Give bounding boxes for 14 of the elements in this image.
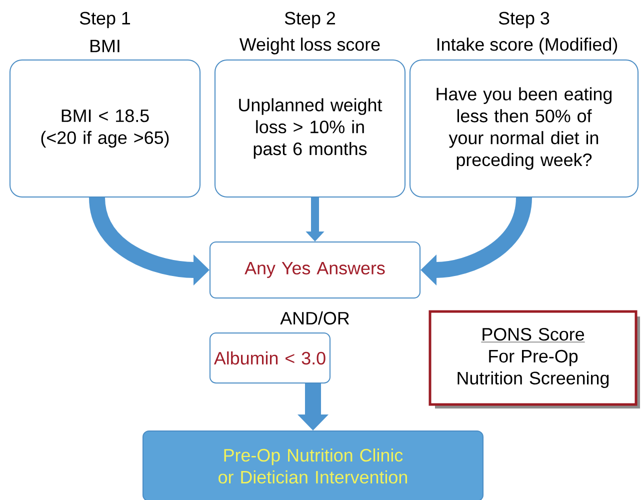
step-number: Step 1 [80, 12, 130, 28]
step-number: Step 2 [284, 12, 336, 28]
note-box: PONS Score For Pre-Op Nutrition Screening [428, 310, 640, 408]
step-number: Step 3 [498, 12, 550, 28]
connector-text: AND/OR [280, 311, 350, 325]
step-box: BMI < 18.5 (<20 if age >65) [10, 60, 200, 198]
step-heading: Weight loss score [239, 38, 380, 54]
step-heading: BMI [90, 40, 120, 52]
result-box: Any Yes Answers [210, 242, 420, 298]
result-box: Albumin < 3.0 [210, 332, 330, 384]
intervention-box: Pre-Op Nutrition Clinic or Dietician Intervention [142, 430, 484, 500]
step-box: Unplanned weight loss > 10% in past 6 months [214, 60, 406, 198]
step-heading: Intake score (Modified) [437, 38, 618, 54]
step-box: Have you been eating less then 50% of your normal diet in preceding week? [410, 60, 638, 198]
